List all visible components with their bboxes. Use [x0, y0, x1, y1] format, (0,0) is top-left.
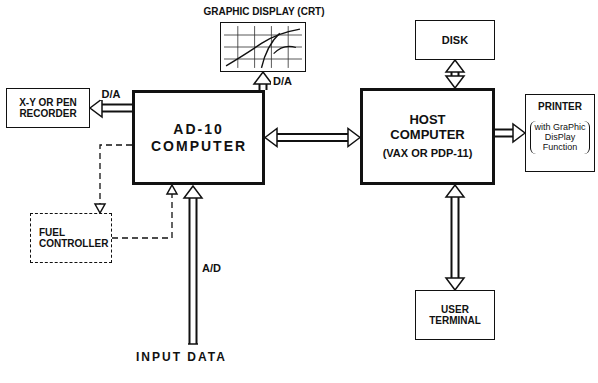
input-arrow-shaft: [189, 196, 198, 344]
node-title: DISK: [442, 34, 468, 47]
node-title: GRAPHIC DISPLAY (CRT): [191, 6, 337, 18]
user-terminal-box: USER TERMINAL: [415, 290, 495, 340]
hollow-connector-core: [453, 195, 458, 280]
node-title: PRINTER: [538, 101, 582, 113]
node-title: USER TERMINAL: [420, 304, 490, 327]
hollow-connector-core: [100, 106, 134, 111]
node-title: FUEL CONTROLLER: [39, 227, 108, 250]
hollow-connector: [451, 195, 460, 280]
printer-box: PRINTER with GraPhic DisPlay Function: [525, 94, 595, 172]
arrow-head: [446, 76, 464, 88]
arrow-head: [513, 124, 525, 142]
node-title: HOST COMPUTER: [383, 113, 473, 143]
host-box: HOST COMPUTER (VAX OR PDP-11): [360, 88, 495, 185]
hollow-connector-core: [275, 135, 350, 140]
input-arrow-tail: [188, 343, 198, 345]
edge-label: D/A: [100, 88, 123, 100]
arrow-head: [265, 129, 277, 147]
crt-graph: [221, 23, 305, 71]
graphic-display: GRAPHIC DISPLAY (CRT): [220, 22, 306, 72]
disk-box: DISK: [415, 20, 495, 60]
node-subtitle: (VAX OR PDP-11): [383, 147, 473, 160]
recorder-box: X-Y OR PEN RECORDER: [6, 88, 90, 128]
input-label: INPUT DATA: [136, 350, 227, 364]
arrow-head: [446, 60, 464, 72]
input-arrow-core: [191, 195, 196, 345]
node-title: X-Y OR PEN RECORDER: [11, 97, 85, 120]
node-subtitle: with GraPhic DisPlay Function: [530, 121, 590, 154]
hollow-connector: [275, 133, 350, 142]
arrow-head: [90, 99, 102, 117]
arrow-head: [446, 278, 464, 290]
signal-label: A/D: [202, 262, 221, 274]
edge-label: D/A: [271, 75, 294, 87]
arrow-head: [348, 129, 360, 147]
hollow-connector-core: [494, 131, 516, 136]
input-arrow-head: [184, 186, 202, 198]
dashed-connector: [100, 145, 132, 206]
dashed-connector: [112, 192, 172, 238]
ad10-box: AD-10 COMPUTER: [132, 90, 265, 185]
arrow-head: [95, 204, 105, 213]
arrow-head: [254, 72, 272, 84]
fuel-controller-box: FUEL CONTROLLER: [30, 213, 112, 263]
node-title: AD-10 COMPUTER: [151, 121, 246, 153]
arrow-head: [167, 185, 177, 194]
arrow-head: [446, 185, 464, 197]
